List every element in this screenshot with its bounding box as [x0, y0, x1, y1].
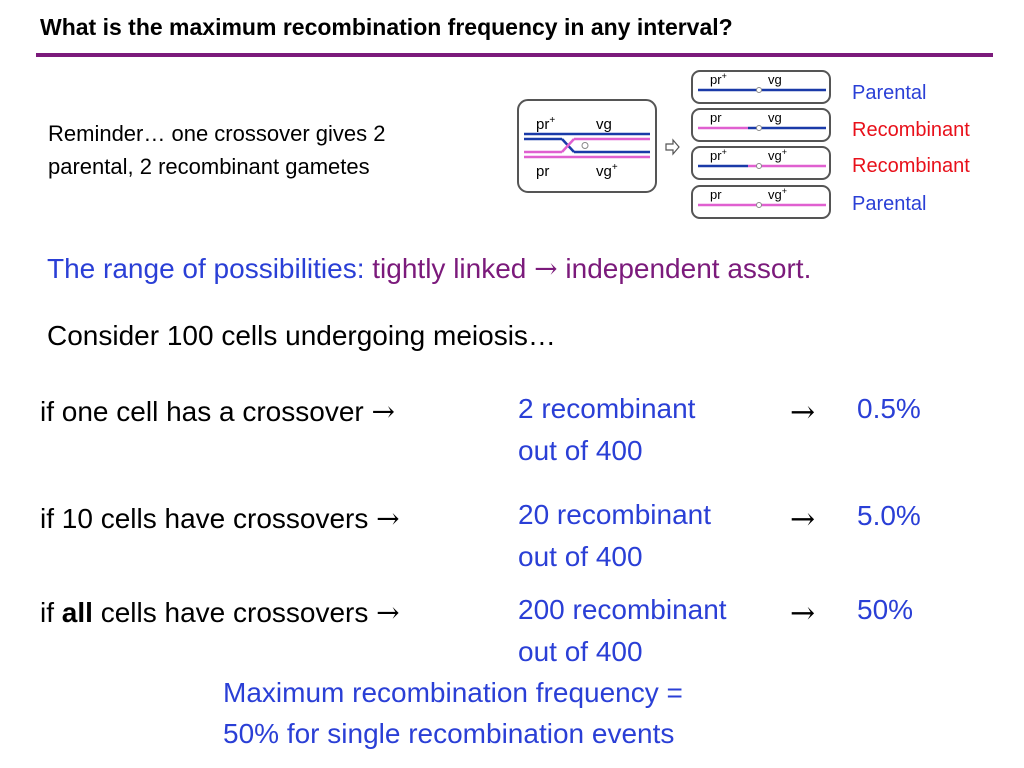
- range-arrow: →: [534, 252, 558, 285]
- svg-text:vg+: vg+: [768, 186, 787, 202]
- case-1-arrow-2: →: [790, 395, 816, 430]
- parent-bottom-left-allele: pr: [536, 163, 549, 180]
- parent-top-left-allele: pr+: [536, 115, 555, 133]
- case-3-result: 200 recombinant out of 400: [518, 594, 727, 667]
- gamete-3: pr+ vg+: [691, 146, 831, 180]
- svg-text:pr+: pr+: [710, 71, 727, 87]
- gamete-2-label: Recombinant: [852, 119, 970, 141]
- case-3-condition: if all cells have crossovers →: [40, 596, 400, 629]
- reminder-text: Reminder… one crossover gives 2 parental…: [48, 117, 488, 183]
- gamete-1: pr+ vg: [691, 70, 831, 104]
- svg-text:pr: pr: [710, 110, 722, 125]
- case-1-result: 2 recombinant out of 400: [518, 393, 696, 466]
- title-divider: [36, 53, 993, 57]
- case-1-arrow: →: [371, 395, 395, 428]
- range-independent: independent assort.: [557, 253, 812, 284]
- parent-top-right-allele: vg: [596, 116, 612, 133]
- range-prefix: The range of possibilities:: [47, 253, 373, 284]
- reminder-line-2: parental, 2 recombinant gametes: [48, 154, 370, 179]
- svg-text:vg+: vg+: [768, 147, 787, 163]
- range-of-possibilities: The range of possibilities: tightly link…: [47, 252, 811, 285]
- svg-text:vg: vg: [768, 72, 782, 87]
- case-2-condition: if 10 cells have crossovers →: [40, 502, 400, 535]
- case-2-arrow-2: →: [790, 502, 816, 537]
- range-tightly-linked: tightly linked: [372, 253, 535, 284]
- gamete-4: pr vg+: [691, 185, 831, 219]
- reminder-line-1: Reminder… one crossover gives 2: [48, 121, 386, 146]
- conclusion-line-1: Maximum recombination frequency =: [223, 677, 683, 708]
- conclusion-line-2: 50% for single recombination events: [223, 718, 675, 749]
- gamete-2: pr vg: [691, 108, 831, 142]
- consider-text: Consider 100 cells undergoing meiosis…: [47, 320, 556, 351]
- case-1-condition: if one cell has a crossover →: [40, 395, 395, 428]
- parent-chromosome-pair: pr+ vg pr vg+: [517, 99, 657, 193]
- gamete-1-label: Parental: [852, 82, 927, 104]
- svg-text:pr+: pr+: [710, 147, 727, 163]
- gamete-3-label: Recombinant: [852, 155, 970, 177]
- outline-right-arrow-icon: [665, 138, 680, 156]
- svg-text:pr: pr: [710, 187, 722, 202]
- case-1-percent: 0.5%: [857, 393, 921, 424]
- case-2-result: 20 recombinant out of 400: [518, 499, 712, 572]
- svg-text:vg: vg: [768, 110, 782, 125]
- gamete-4-label: Parental: [852, 193, 927, 215]
- case-3-percent: 50%: [857, 594, 914, 625]
- conclusion: Maximum recombination frequency = 50% fo…: [223, 672, 683, 754]
- slide-title: What is the maximum recombination freque…: [40, 14, 733, 40]
- crossover-diagram: pr+ vg pr vg+ pr+ vg pr vg: [517, 70, 831, 219]
- case-3-arrow-2: →: [790, 596, 816, 631]
- case-3-arrow: →: [376, 596, 400, 629]
- case-2-arrow: →: [376, 502, 400, 535]
- case-2-percent: 5.0%: [857, 500, 921, 531]
- parent-bottom-right-allele: vg+: [596, 162, 618, 180]
